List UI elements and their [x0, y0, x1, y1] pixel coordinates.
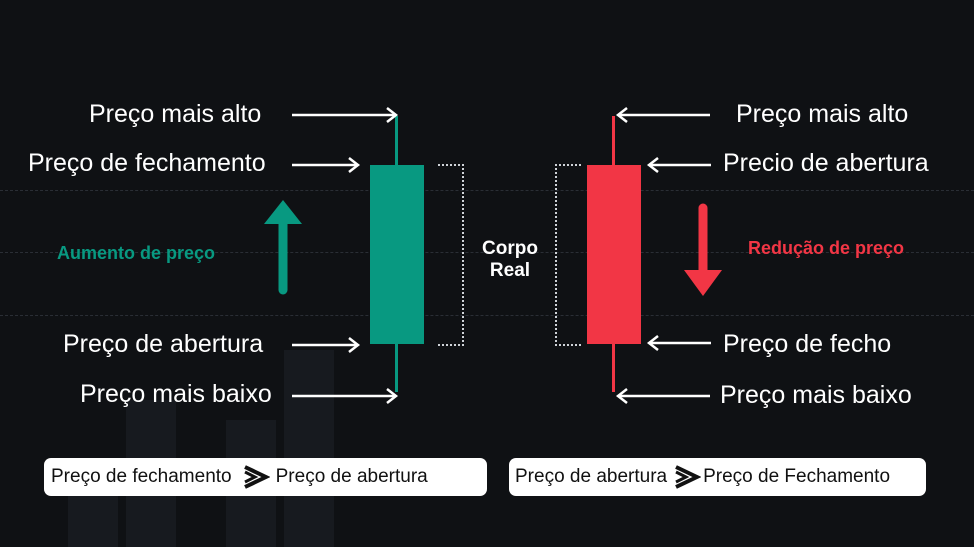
background-bar	[284, 350, 334, 547]
bearish-open-label: Precio de abertura	[723, 149, 929, 177]
arrow-left-icon	[615, 107, 710, 123]
bearish-candle-body	[587, 165, 641, 344]
bullish-high-label: Preço mais alto	[89, 100, 262, 128]
arrow-right-icon	[292, 157, 361, 173]
arrow-right-icon	[292, 388, 399, 404]
real-body-line2: Real	[489, 260, 531, 281]
bullish-open-label: Preço de abertura	[63, 330, 264, 358]
bearish-low-label: Preço mais baixo	[720, 381, 912, 409]
bearish-high-label: Preço mais alto	[736, 100, 909, 128]
bullish-candle-body	[370, 165, 424, 344]
guide-line	[0, 252, 974, 253]
bearish-trend-label: Redução de preço	[748, 238, 905, 258]
bearish-close-label: Preço de fecho	[723, 330, 892, 358]
formula-close-price: Preço de fechamento	[51, 466, 232, 487]
formula-open-price: Preço de abertura	[515, 466, 668, 487]
greater-than-icon	[243, 465, 270, 489]
formula-close-price: Preço de Fechamento	[703, 466, 891, 487]
formula-open-price: Preço de abertura	[275, 466, 428, 487]
bullish-low-label: Preço mais baixo	[80, 380, 272, 408]
arrow-left-icon	[615, 388, 710, 404]
bearish-body-bracket	[555, 164, 581, 346]
arrow-left-icon	[646, 335, 711, 351]
greater-than-icon	[675, 465, 702, 489]
bullish-body-bracket	[438, 164, 464, 346]
guide-line	[0, 315, 974, 316]
bullish-formula-pill: Preço de fechamento Preço de abertura	[44, 458, 487, 496]
arrow-down-icon	[684, 203, 722, 296]
bearish-formula-pill: Preço de abertura Preço de Fechamento	[509, 458, 926, 496]
bullish-trend-label: Aumento de preço	[57, 243, 216, 263]
arrow-left-icon	[646, 157, 711, 173]
real-body-line1: Corpo	[482, 238, 538, 259]
bullish-close-label: Preço de fechamento	[28, 149, 266, 177]
arrow-up-icon	[264, 200, 302, 295]
real-body-label: Corpo Real	[470, 238, 550, 282]
guide-line	[0, 190, 974, 191]
arrow-right-icon	[292, 337, 361, 353]
arrow-right-icon	[292, 107, 399, 123]
